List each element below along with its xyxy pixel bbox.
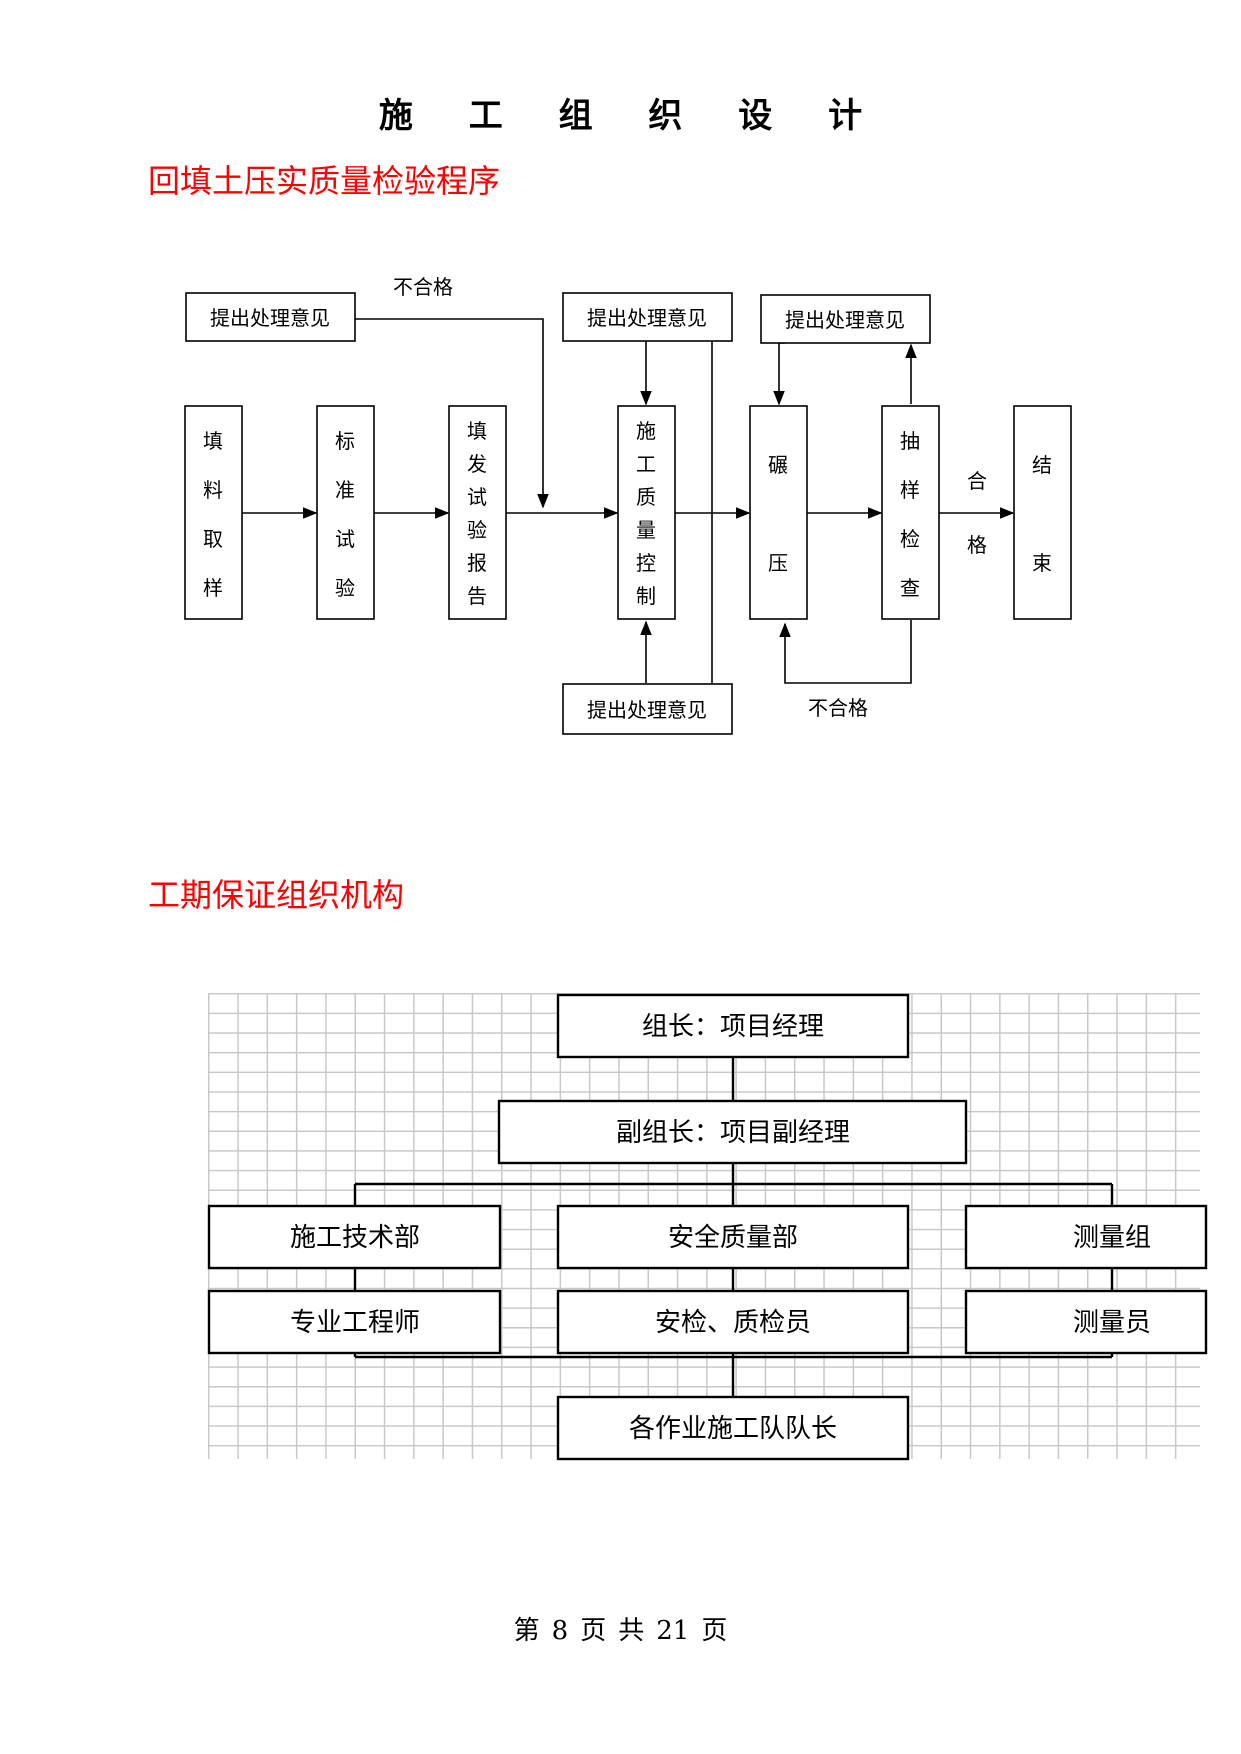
opinion-box-3: 提出处理意见	[760, 294, 931, 344]
arrow-opinion1-feedback	[355, 318, 549, 509]
org-box-surveyor-text: 测量员	[1073, 1308, 1151, 1338]
label-fail-bottom: 不合格	[808, 696, 868, 720]
footer-label-ye-2: 页	[701, 1616, 728, 1646]
org-box-inspectors-text: 安检、质检员	[655, 1308, 811, 1338]
footer-page-number: 8	[551, 1616, 569, 1646]
step-standard-test: 标准试验	[316, 405, 375, 620]
step-end: 结束	[1013, 405, 1072, 620]
org-box-leader: 组长：项目经理	[556, 993, 910, 1059]
step-standard-test-text: 标准试验	[335, 429, 355, 600]
opinion-box-4: 提出处理意见	[562, 683, 733, 735]
org-box-survey-team-text: 测量组	[1073, 1223, 1151, 1253]
org-box-engineer: 专业工程师	[207, 1289, 502, 1355]
step-sampling-check: 抽样检查	[881, 405, 940, 620]
opinion-box-1-text: 提出处理意见	[210, 306, 330, 330]
label-pass-text: 合格	[967, 469, 987, 557]
step-quality-control-text: 施工质量控制	[636, 419, 656, 608]
org-box-leader-text: 组长：项目经理	[642, 1012, 824, 1042]
arrow-fail-loop	[779, 620, 912, 684]
opinion-boxes: 提出处理意见 提出处理意见 提出处理意见 提出处理意见	[185, 292, 931, 735]
opinion-box-4-text: 提出处理意见	[587, 698, 707, 722]
org-box-team-leaders: 各作业施工队队长	[556, 1395, 910, 1461]
opinion-box-2-text: 提出处理意见	[587, 306, 707, 330]
opinion-box-3-text: 提出处理意见	[785, 308, 905, 332]
step-test-report: 填发试验报告	[448, 405, 507, 620]
org-box-team-leaders-text: 各作业施工队队长	[629, 1414, 837, 1444]
step-fill-sampling-text: 填料取样	[203, 429, 223, 600]
label-pass: 合格	[967, 469, 987, 557]
arrow-opinion3-to-rolling	[773, 342, 785, 406]
org-chart: 组长：项目经理 副组长：项目副经理 施工技术部 安全质量部 测量组 专业工程师	[207, 993, 1208, 1461]
step-sampling-check-text: 抽样检查	[900, 429, 920, 600]
opinion-box-2: 提出处理意见	[562, 292, 733, 342]
opinion-box-1: 提出处理意见	[185, 292, 356, 342]
org-box-survey-team: 测量组	[964, 1204, 1208, 1270]
flowchart-connectors	[242, 318, 1015, 684]
footer-total-pages: 21	[656, 1616, 690, 1646]
step-rolling: 碾压	[749, 405, 808, 620]
step-test-report-text: 填发试验报告	[467, 419, 487, 608]
org-box-tech-dept: 施工技术部	[207, 1204, 502, 1270]
org-box-safety-quality-dept: 安全质量部	[556, 1204, 910, 1270]
flowchart-steps: 填料取样 标准试验 填发试验报告 施工质量控制 碾压 抽样检查 结束	[184, 405, 1072, 620]
label-fail-top: 不合格	[393, 275, 453, 299]
org-box-surveyor: 测量员	[964, 1289, 1208, 1355]
org-box-tech-dept-text: 施工技术部	[290, 1223, 420, 1253]
footer-label-ye: 页	[580, 1616, 607, 1646]
step-rolling-text: 碾压	[768, 453, 788, 575]
page-title: 施 工 组 织 设 计	[378, 96, 885, 136]
org-box-inspectors: 安检、质检员	[556, 1289, 910, 1355]
org-box-deputy: 副组长：项目副经理	[497, 1099, 968, 1165]
step-fill-sampling: 填料取样	[184, 405, 243, 620]
step-end-text: 结束	[1032, 453, 1052, 575]
footer-label-di: 第	[513, 1616, 540, 1646]
org-box-safety-quality-dept-text: 安全质量部	[668, 1223, 798, 1253]
org-box-deputy-text: 副组长：项目副经理	[616, 1118, 850, 1148]
section-title-backfill-inspection: 回填土压实质量检验程序	[148, 162, 501, 200]
footer-label-gong: 共	[618, 1616, 645, 1646]
section-title-schedule-organization: 工期保证组织机构	[148, 876, 405, 914]
org-box-engineer-text: 专业工程师	[290, 1308, 420, 1338]
step-quality-control: 施工质量控制	[617, 405, 676, 620]
